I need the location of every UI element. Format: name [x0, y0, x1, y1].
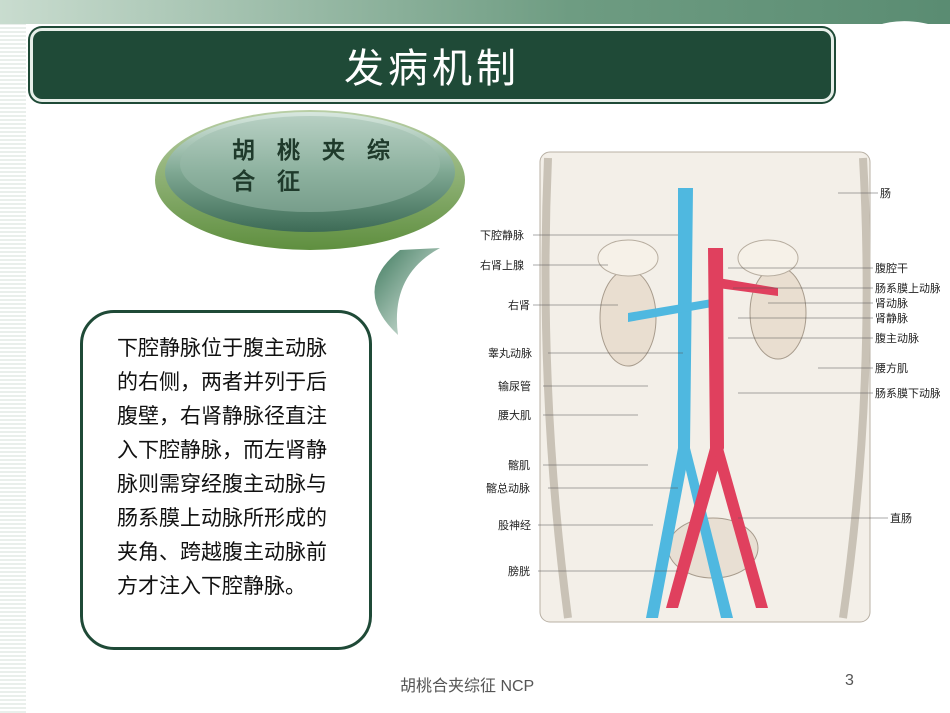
- footer-text: 胡桃合夹综征 NCP: [400, 678, 535, 695]
- label-rectum: 直肠: [890, 511, 912, 525]
- content-box: 下腔静脉位于腹主动脉的右侧，两者并列于后腹壁，右肾静脉径直注入下腔静脉，而左肾静…: [80, 310, 372, 650]
- label-right-adrenal: 右肾上腺: [480, 258, 524, 272]
- callout-label: 胡 桃 夹 综 合 征: [232, 138, 398, 195]
- slide-title: 发病机制: [344, 46, 520, 92]
- label-renal-vein: 肾静脉: [875, 311, 908, 325]
- label-testicular-artery: 睾丸动脉: [488, 346, 532, 360]
- label-aorta: 腹主动脉: [875, 331, 919, 345]
- title-bar: 发病机制: [30, 28, 834, 102]
- label-ivc: 下腔静脉: [480, 228, 524, 242]
- label-sma: 肠系膜上动脉: [875, 281, 940, 295]
- top-band: [0, 0, 950, 24]
- logo: LOGO: [838, 10, 950, 80]
- left-stripes: [0, 24, 26, 713]
- label-renal-artery: 肾动脉: [875, 296, 908, 310]
- body-text: 下腔静脉位于腹主动脉的右侧，两者并列于后腹壁，右肾静脉径直注入下腔静脉，而左肾静…: [117, 336, 327, 598]
- label-iliacus: 髂肌: [508, 458, 530, 472]
- label-common-iliac: 髂总动脉: [486, 481, 530, 495]
- label-psoas: 腰大肌: [498, 408, 531, 422]
- label-ima: 肠系膜下动脉: [875, 386, 940, 400]
- logo-text: LOGO: [854, 36, 931, 66]
- anatomy-illustration-icon: 下腔静脉 右肾上腺 右肾 睾丸动脉 输尿管 腰大肌 髂肌 髂总动脉 股神经 膀胱…: [480, 151, 941, 623]
- logo-swoosh-icon: [847, 21, 944, 47]
- label-bladder: 膀胱: [508, 564, 530, 578]
- label-ureter: 输尿管: [498, 379, 531, 393]
- callout-ellipse-icon: [155, 110, 465, 335]
- page-number: 3: [845, 672, 854, 689]
- callout-shape: [150, 100, 470, 340]
- anatomy-diagram: 下腔静脉 右肾上腺 右肾 睾丸动脉 输尿管 腰大肌 髂肌 髂总动脉 股神经 膀胱…: [478, 148, 941, 628]
- label-quadratus: 腰方肌: [875, 361, 908, 375]
- label-right-kidney: 右肾: [508, 298, 530, 312]
- label-femoral-nerve: 股神经: [498, 518, 531, 532]
- label-intestine: 肠: [880, 187, 891, 200]
- label-celiac: 腹腔干: [875, 261, 908, 275]
